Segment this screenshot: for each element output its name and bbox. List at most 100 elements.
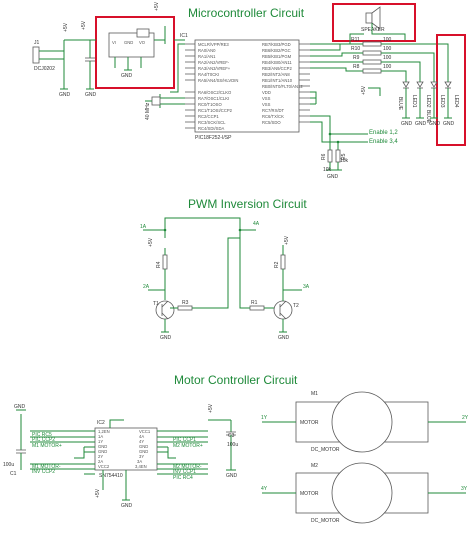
r2-name: R2 bbox=[274, 261, 280, 268]
ic2-net-pic-rc4: PIC RC4 bbox=[173, 475, 193, 481]
r5-value: 10k bbox=[340, 158, 349, 164]
ic2-body bbox=[94, 427, 158, 471]
r9-value: 100 bbox=[383, 55, 392, 61]
mcu-right-pins: RB7/KBI3/PGD RB6/KBI2/PGC RB5/KBI1/PGM R… bbox=[262, 42, 303, 125]
speaker-cone bbox=[371, 6, 381, 30]
led1-gnd: GND bbox=[401, 121, 413, 127]
r6-value: 10k bbox=[323, 167, 332, 173]
ic2-lpin: 2A bbox=[98, 459, 103, 464]
cap-right-vplus: +5V bbox=[208, 403, 214, 413]
ic2-rpin: 3Y bbox=[139, 454, 144, 459]
crystal-value: 40 MHz bbox=[145, 102, 151, 120]
led-2: LED2 GND bbox=[415, 81, 431, 127]
c4-value: 100u bbox=[227, 442, 238, 448]
ic2-rpin: 3,4EN bbox=[135, 464, 147, 469]
r9-name: R9 bbox=[353, 55, 360, 61]
net-2a: 2A bbox=[143, 284, 150, 290]
ic2-net-inv-ccp1: INV CCP1 bbox=[173, 469, 196, 475]
led-vplus-label: +5V bbox=[361, 85, 367, 95]
cap-right-gnd: GND bbox=[226, 473, 238, 479]
ic2-net-inv-ccp2: INV CCP2 bbox=[32, 469, 55, 475]
r2-body bbox=[280, 254, 286, 270]
m1-label: MOTOR bbox=[300, 420, 319, 426]
ic2-rpin: VCC1 bbox=[139, 429, 151, 434]
led4-name: LED4 bbox=[453, 95, 459, 108]
ic2-value: SN754410 bbox=[99, 473, 123, 479]
ic2-rpin: GND bbox=[139, 449, 148, 454]
mcu-rpin: RC5/SDO bbox=[262, 120, 281, 125]
mcu-rpin: RB5/KBI1/PGM bbox=[262, 54, 292, 59]
reg-out-vplus-label: +5V bbox=[154, 1, 160, 11]
dc-jack-value: DCJ0202 bbox=[34, 66, 55, 72]
reg-gnd-label: GND bbox=[121, 73, 133, 79]
mcu-rpin: RB7/KBI3/PGD bbox=[262, 42, 291, 47]
ic2-lpin: 1A bbox=[98, 434, 103, 439]
m1-name: M1 bbox=[311, 391, 318, 397]
c2-value: 100u bbox=[3, 462, 14, 468]
ic2-vplus-bottom: +5V bbox=[95, 488, 101, 498]
mcu-value: PIC18F252-I/SP bbox=[195, 135, 232, 141]
r6-body bbox=[327, 149, 333, 163]
mcu-rpin: RC6/TX/CK bbox=[262, 114, 284, 119]
dc-jack-j1: J1 DCJ0202 GND +5V bbox=[32, 22, 71, 98]
voltage-regulator: VI GND VO GND +5V bbox=[95, 1, 175, 89]
led-4: LED4 GND bbox=[443, 81, 459, 127]
cap-gnd-label: GND bbox=[85, 92, 97, 98]
crystal-oscillator: 40 MHz bbox=[145, 94, 185, 120]
mcu-lpin: RA7/OSC1/CLKI bbox=[198, 96, 229, 101]
leds: BLUE LED1 GND LED2 GND BLUE LED3 GND L bbox=[361, 34, 466, 146]
dc-jack-body bbox=[32, 46, 40, 64]
mcu-lpin: RC1/T1OSI/CCP2 bbox=[198, 108, 233, 113]
motor-driver-ic2: IC2 SN754410 1,2EN 1A 1Y GND GND 2Y 2A V… bbox=[30, 419, 208, 509]
mcu-rpin: RC7/RX/DT bbox=[262, 108, 285, 113]
crystal-body bbox=[151, 96, 161, 106]
mcu-rpin: RB1/INT1/AN10 bbox=[262, 78, 293, 83]
led1-name: LED1 bbox=[411, 95, 417, 108]
r4-body bbox=[162, 254, 168, 270]
m1-value: DC_MOTOR bbox=[311, 447, 340, 453]
ic2-rpin: GND bbox=[139, 444, 148, 449]
r3-name: R3 bbox=[182, 300, 189, 306]
t2-name: T2 bbox=[293, 303, 299, 309]
m2-rotor-icon bbox=[331, 462, 393, 524]
ic2-net-m1-minus: M1 MOTOR- bbox=[32, 464, 61, 470]
ic2-name: IC2 bbox=[97, 420, 105, 426]
ic2-net-m2-minus: M2 MOTOR- bbox=[173, 464, 202, 470]
ic2-rpin: 4A bbox=[139, 434, 144, 439]
motor-m2: M2 MOTOR DC_MOTOR 4Y 3Y bbox=[261, 462, 468, 524]
enable-3-4: Enable 3,4 bbox=[369, 139, 398, 145]
pulldown-gnd: GND bbox=[327, 174, 339, 180]
ic2-net-pic-rc5: PIC RC5 bbox=[32, 432, 52, 438]
led-1: BLUE LED1 GND bbox=[397, 81, 417, 127]
led3-name: LED3 bbox=[439, 95, 445, 108]
pwm-inversion-circuit: 1A 4A +5V R4 2A T1 GND R3 R1 T2 GND 3A R… bbox=[140, 217, 310, 341]
r10-body bbox=[362, 50, 382, 56]
mcu-rpin: RB2/INT2/AN8 bbox=[262, 72, 290, 77]
t1-gnd: GND bbox=[160, 335, 172, 341]
cap-left-gnd: GND bbox=[14, 404, 26, 410]
r1-body bbox=[249, 305, 265, 311]
jack-vplus-label: +5V bbox=[63, 22, 69, 32]
ic2-net-m1-plus: M1 MOTOR+ bbox=[32, 443, 62, 449]
r11-value: 100 bbox=[383, 37, 392, 43]
r5-name: R5 bbox=[341, 153, 347, 160]
ic2-lpin: 2Y bbox=[98, 454, 103, 459]
mcu-rpin: VDD bbox=[262, 90, 271, 95]
microcontroller-ic1: IC1 PIC18F252-I/SP MCLR/VPP/RE3 RA0/AN0 … bbox=[180, 33, 310, 141]
r11-name: R11 bbox=[351, 37, 360, 43]
r6-name: R6 bbox=[321, 153, 327, 160]
r3-body bbox=[177, 305, 193, 311]
r10-name: R10 bbox=[351, 46, 360, 52]
r9-body bbox=[362, 59, 382, 65]
speaker-body bbox=[365, 12, 373, 24]
mcu-rpin: RB3/AN9/CCP2 bbox=[262, 66, 292, 71]
ic2-net-pic-ccp1: PIC CCP1 bbox=[173, 437, 196, 443]
m1-rotor-icon bbox=[331, 391, 393, 453]
m2-right-net: 3Y bbox=[461, 486, 468, 492]
mcu-rpin: RB0/INT0/FLT0/AN12 bbox=[262, 84, 303, 89]
motor-m1: M1 MOTOR DC_MOTOR 1Y 2Y bbox=[261, 391, 469, 453]
ic2-lpin: GND bbox=[98, 444, 107, 449]
mcu-rpin: RB4/KBI0/AN11 bbox=[262, 60, 292, 65]
jack-gnd-label: GND bbox=[59, 92, 71, 98]
m1-right-net: 2Y bbox=[462, 415, 469, 421]
